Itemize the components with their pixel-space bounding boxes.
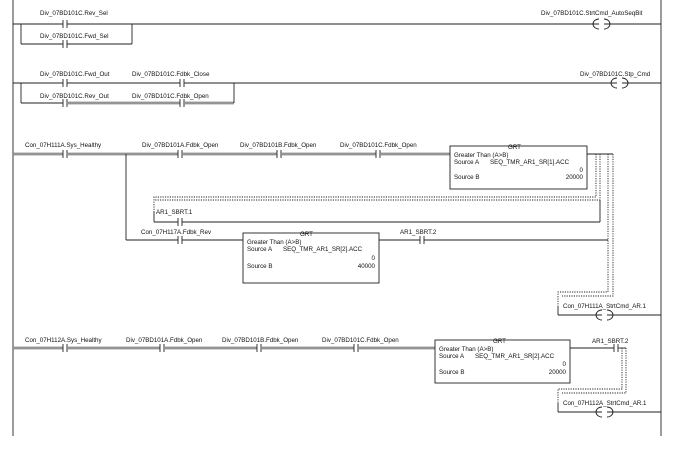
contact-fdbk-close-label: Div_07BD101C.Fdbk_Close [132, 71, 210, 78]
grt-block-2-src-a-label: Source A [247, 246, 273, 253]
grt-block-1-title: GRT [508, 144, 521, 151]
grt-block-1-src-a-val: 0 [580, 167, 584, 174]
grt-block-3-src-a-val: 0 [563, 361, 567, 368]
contact-r4-101c-fdbk-open-label: Div_07BD101C.Fdbk_Open [322, 337, 399, 344]
contact-con112a-sys-healthy-label: Con_07H112A.Sys_Healthy [25, 337, 102, 344]
contact-rev-sel[interactable] [62, 20, 68, 28]
rung-2: Div_07BD101C.Fwd_Out Div_07BD101C.Fdbk_C… [13, 71, 661, 107]
coil-stp-cmd-label: Div_07BD101C.Stp_Cmd [580, 71, 651, 78]
grt-block-3-desc: Greater Than (A>B) [439, 346, 493, 353]
rung-4: Con_07H112A.Sys_Healthy Div_07BD101A.Fdb… [13, 337, 661, 418]
contact-fwd-sel[interactable] [62, 40, 68, 48]
grt-block-2-src-b-label: Source B [247, 263, 272, 270]
grt-block-2-src-b-val: 40000 [358, 263, 376, 270]
contact-rev-sel-label: Div_07BD101C.Rev_Sel [40, 10, 108, 17]
grt-block-1-src-b-label: Source B [454, 174, 479, 181]
coil-con111a-strtcmd-ar1-label: Con_07H111A_StrtCmd_AR.1 [563, 303, 647, 310]
grt-block-3[interactable]: GRT Greater Than (A>B) Source A SEQ_TMR_… [434, 338, 571, 384]
contact-r3-ar1-sbrt2[interactable] [419, 236, 425, 244]
grt-block-2[interactable]: GRT Greater Than (A>B) Source A SEQ_TMR_… [242, 231, 380, 284]
contact-con112a-sys-healthy[interactable] [62, 344, 68, 352]
grt-block-1-src-b-val: 20000 [566, 174, 584, 181]
contact-r3-101b-fdbk-open-label: Div_07BD101B.Fdbk_Open [240, 142, 317, 149]
contact-fdbk-rev[interactable] [177, 236, 183, 244]
contact-r4-ar1-sbrt2[interactable] [613, 344, 619, 352]
coil-strtcmd-autoseqbit-label: Div_07BD101C.StrtCmd_AutoSeqBit [541, 10, 643, 17]
grt-block-1-desc: Greater Than (A>B) [454, 152, 508, 159]
grt-block-1[interactable]: GRT Greater Than (A>B) Source A SEQ_TMR_… [449, 144, 588, 190]
contact-r3-ar1-sbrt2-label: AR1_SBRT.2 [400, 229, 437, 236]
grt-block-3-title: GRT [493, 338, 506, 345]
contact-con111a-sys-healthy-label: Con_07H111A.Sys_Healthy [25, 142, 102, 149]
grt-block-1-src-a-label: Source A [454, 159, 480, 166]
grt-block-3-src-b-label: Source B [439, 369, 464, 376]
rung-3: Con_07H111A.Sys_Healthy Div_07BD101A.Fdb… [13, 142, 661, 321]
contact-r4-101c-fdbk-open[interactable] [353, 344, 359, 352]
contact-r4-101a-fdbk-open[interactable] [159, 344, 165, 352]
coil-con112a-strtcmd-ar1-label: Con_07H112A_StrtCmd_AR.1 [563, 400, 647, 407]
contact-fdbk-open[interactable] [179, 99, 185, 107]
contact-rev-out-label: Div_07BD101C.Rev_Out [40, 93, 109, 100]
grt-block-2-desc: Greater Than (A>B) [247, 239, 301, 246]
grt-block-3-src-a-label: Source A [439, 353, 465, 360]
contact-r4-101a-fdbk-open-label: Div_07BD101A.Fdbk_Open [126, 337, 203, 344]
grt-block-2-title: GRT [300, 231, 313, 238]
grt-block-3-src-a-tag: SEQ_TMR_AR1_SR[2].ACC [475, 353, 555, 360]
contact-r3-101a-fdbk-open[interactable] [177, 150, 183, 158]
contact-r3-101c-fdbk-open[interactable] [375, 150, 381, 158]
grt-block-3-src-b-val: 20000 [549, 369, 567, 376]
grt-block-2-src-a-val: 0 [372, 255, 376, 262]
grt-block-1-src-a-tag: SEQ_TMR_AR1_SR[1].ACC [490, 159, 570, 166]
contact-r4-101b-fdbk-open-label: Div_07BD101B.Fdbk_Open [222, 337, 299, 344]
contact-fdbk-rev-label: Con_07H117A.Fdbk_Rev [141, 229, 212, 236]
contact-ar1-sbrt1[interactable] [177, 218, 183, 226]
rung-1: Div_07BD101C.Rev_Sel Div_07BD101C.Fwd_Se… [13, 10, 661, 48]
contact-rev-out[interactable] [62, 99, 68, 107]
contact-r3-101b-fdbk-open[interactable] [276, 150, 282, 158]
contact-fwd-out-label: Div_07BD101C.Fwd_Out [40, 71, 110, 78]
contact-fdbk-close[interactable] [179, 79, 185, 87]
grt-block-2-src-a-tag: SEQ_TMR_AR1_SR[2].ACC [283, 246, 363, 253]
contact-fdbk-open-label: Div_07BD101C.Fdbk_Open [132, 93, 209, 100]
contact-r4-ar1-sbrt2-label: AR1_SBRT.2 [592, 338, 629, 345]
contact-r4-101b-fdbk-open[interactable] [256, 344, 262, 352]
contact-con111a-sys-healthy[interactable] [62, 150, 68, 158]
contact-r3-101a-fdbk-open-label: Div_07BD101A.Fdbk_Open [142, 142, 219, 149]
contact-fwd-out[interactable] [62, 79, 68, 87]
contact-r3-101c-fdbk-open-label: Div_07BD101C.Fdbk_Open [340, 142, 417, 149]
contact-ar1-sbrt1-label: AR1_SBRT.1 [156, 209, 193, 216]
contact-fwd-sel-label: Div_07BD101C.Fwd_Sel [40, 33, 108, 40]
